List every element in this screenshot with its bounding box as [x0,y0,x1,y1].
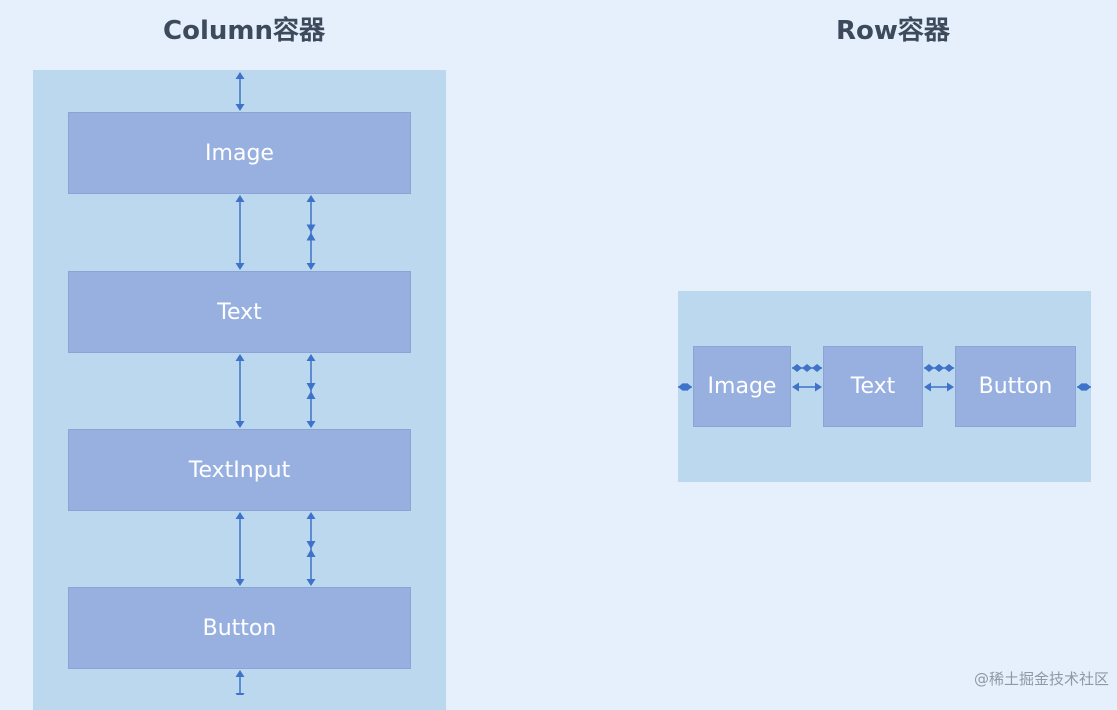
spacing-arrows [235,72,1091,695]
row-gap1-top-diamond-mid [802,364,812,372]
row-gap1-top-diamond-left [792,364,802,372]
col-arrow-gap3-head-up [235,512,245,519]
col-bowtie-gap2-mid-top [306,383,316,391]
col-bowtie-gap1-mid-bottom [306,232,316,241]
col-arrow-top-head-down [235,104,245,111]
row-gap2-bottom-head-left [924,382,931,392]
row-gap2-bottom-head-right [947,382,954,392]
col-bowtie-gap3-head-up [306,512,316,519]
col-bowtie-gap3-mid-top [306,541,316,549]
col-arrow-gap2-head-down [235,421,245,428]
col-bowtie-gap3-head-down [306,579,316,586]
column-container-title: Column容器 [163,16,325,46]
row-gap1-bottom-head-left [792,382,799,392]
row-gap2-top-diamond-left [924,364,934,372]
row-gap2-top-diamond-right [944,364,954,372]
col-bowtie-gap2-head-down [306,421,316,428]
col-arrow-gap2-head-up [235,354,245,361]
row-edge-right-diamond-mid [1079,383,1089,391]
col-bowtie-gap2-mid-bottom [306,391,316,399]
column-button-box: Button [68,587,411,669]
row-gap1-top-diamond-right [812,364,822,372]
row-gap1-bottom-head-right [815,382,822,392]
col-arrow-gap3-head-down [235,579,245,586]
col-bowtie-gap1-head-up [306,195,316,202]
col-arrow-gap1-head-down [235,263,245,270]
col-bowtie-gap1-mid-top [306,224,316,233]
col-bowtie-gap2-head-up [306,354,316,361]
row-container-title: Row容器 [836,16,950,46]
col-bowtie-gap1-head-down [306,263,316,270]
watermark: @稀土掘金技术社区 [973,670,1109,688]
col-bowtie-gap3-mid-bottom [306,549,316,557]
column-image-box: Image [68,112,411,194]
row-text-box: Text [823,346,923,427]
col-arrow-top-head-up [235,72,245,79]
row-edge-left-diamond-mid [680,383,690,391]
row-gap2-top-diamond-mid [934,364,944,372]
col-arrow-gap1-head-up [235,195,245,202]
col-arrow-bottom-head-up [235,670,245,677]
row-image-box: Image [693,346,791,427]
row-button-box: Button [955,346,1076,427]
column-textinput-box: TextInput [68,429,411,511]
column-text-box: Text [68,271,411,353]
